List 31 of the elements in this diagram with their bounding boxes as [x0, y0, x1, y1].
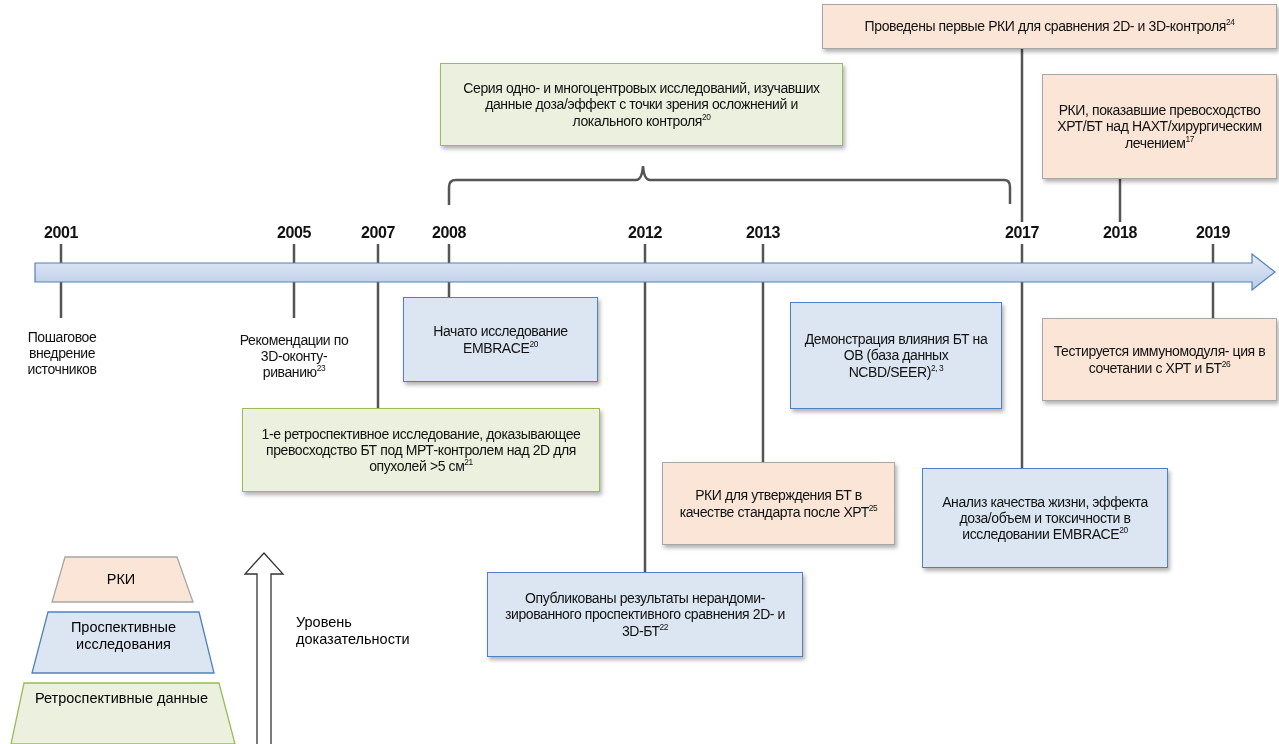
connector-line — [376, 244, 380, 408]
connector-line — [643, 244, 647, 572]
year-label: 2008 — [421, 222, 477, 244]
year-label: 2012 — [617, 222, 673, 244]
connector-line — [761, 244, 765, 462]
connector-line — [1118, 179, 1122, 222]
year-label: 2017 — [994, 222, 1050, 244]
axis-label: Уровень доказательности — [296, 614, 411, 649]
legend-text: РКИ — [105, 571, 137, 588]
event-box: Начато исследование EMBRACE$^{20}$ — [403, 297, 598, 382]
connector-line — [1020, 244, 1024, 468]
year-label: 2019 — [1185, 222, 1241, 244]
event-box: РКИ, показавшие превосходство ХРТ/БТ над НАХТ/хирургическим лечением$^{17}$ — [1042, 74, 1277, 179]
event-box: Анализ качества жизни, эффекта доза/объем и токсичности в исследовании EMBRACE$^{20}$ — [922, 468, 1168, 568]
event-box: Опубликованы результаты нерандоми- зированного проспективного сравнения 2D- и 3D-БТ$^{22}$ — [487, 572, 803, 657]
event-box: Проведены первые РКИ для сравнения 2D- и 3D-контроля$^{24}$ — [822, 4, 1277, 49]
event-box: 1-е ретроспективное исследование, доказывающее превосходство БТ под МРТ-контролем над 2D для опухолей >5 см$^{21}$ — [242, 408, 600, 492]
event-box: Демонстрация влияния БТ на ОВ (база данных NCBD/SEER)$^{2, 3}$ — [790, 302, 1002, 409]
legend-text: Проспективные исследования — [69, 619, 178, 653]
legend-text: Ретроспективные данные — [34, 690, 209, 707]
event-box: Тестируется иммуномодуля- ция в сочетании с ХРТ и БТ$^{26}$ — [1042, 318, 1277, 401]
year-label: 2018 — [1092, 222, 1148, 244]
year-label: 2013 — [735, 222, 791, 244]
connector-line — [1020, 49, 1024, 222]
year-label: 2005 — [266, 222, 322, 244]
year-label: 2007 — [350, 222, 406, 244]
event-text: Рекомендации по 3D-оконту- риванию$^{23}$ — [230, 318, 358, 394]
event-box: Серия одно- и многоцентровых исследований, изучавших данные доза/эффект с точки зрения осложнений и локального контроля$^{20}$ — [440, 63, 843, 146]
event-text: Пошаговое внедрение источников — [6, 318, 118, 388]
event-box: РКИ для утверждения БТ в качестве стандарта после ХРТ$^{25}$ — [662, 462, 895, 545]
year-label: 2001 — [33, 222, 89, 244]
